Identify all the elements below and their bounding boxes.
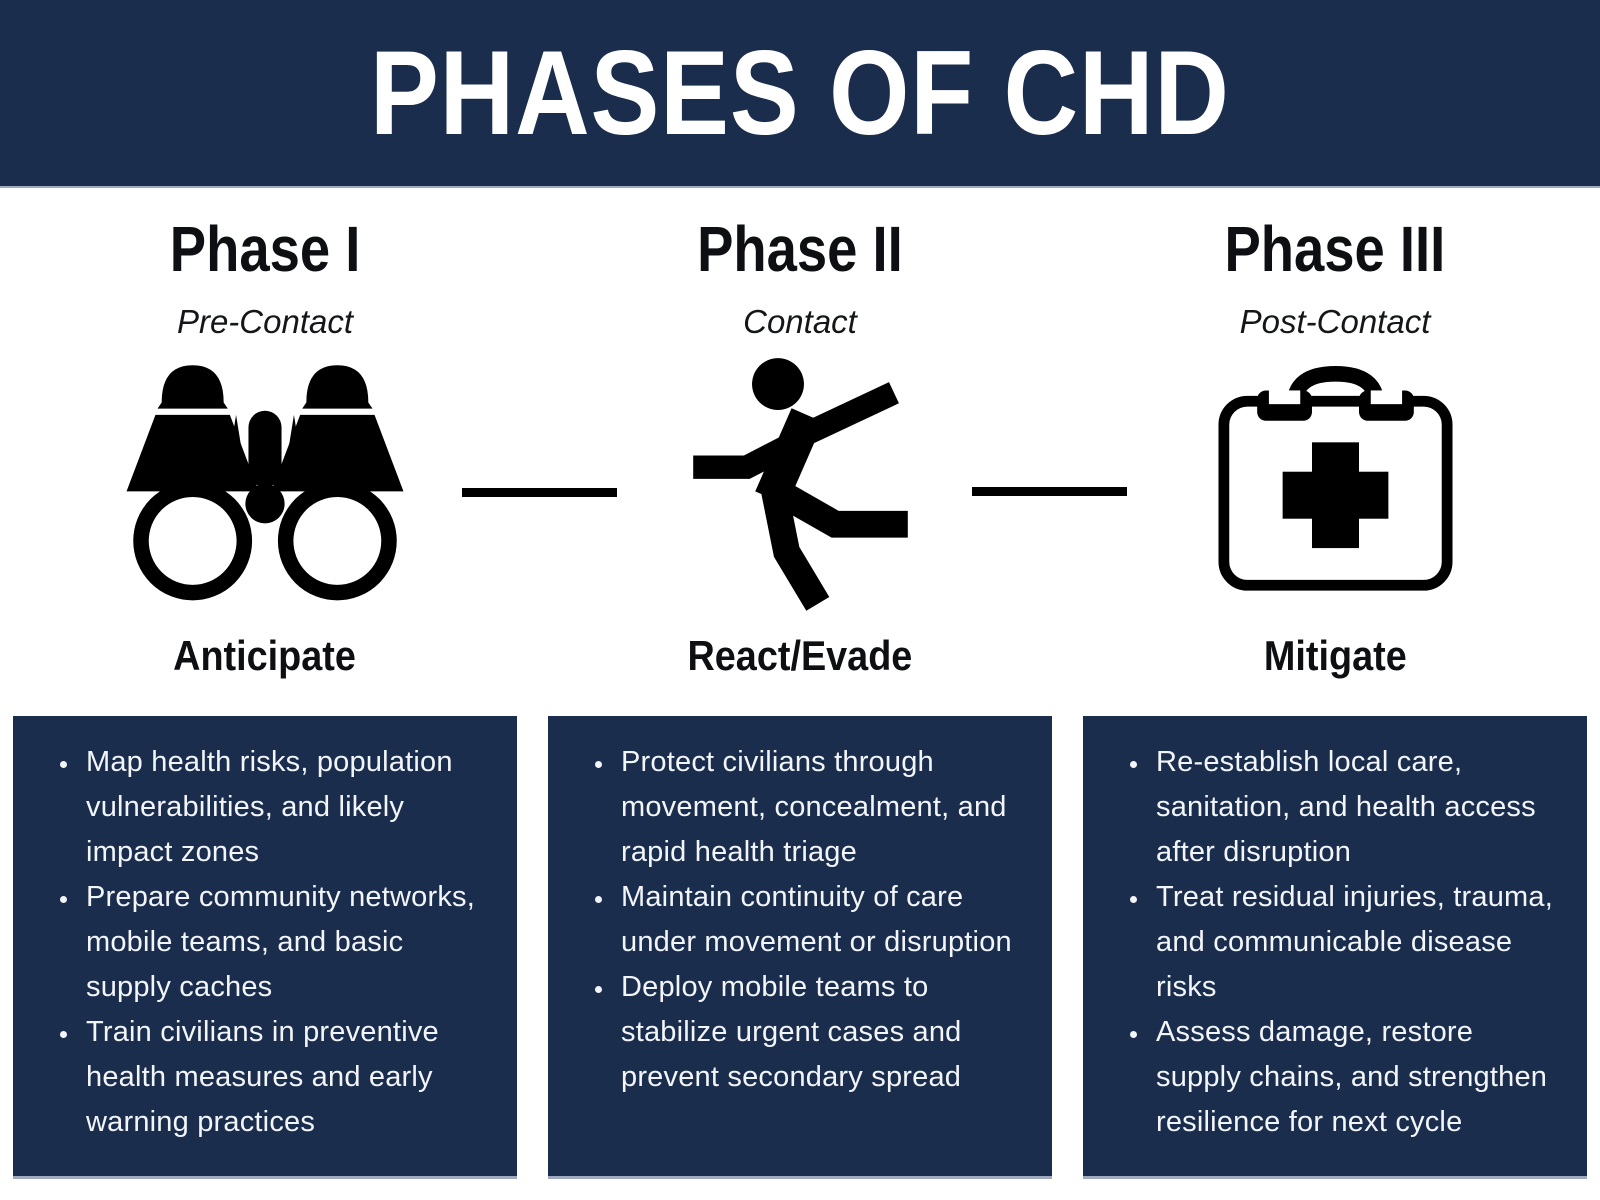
phase-1-column: Phase I Pre-Contact — [13, 186, 517, 1186]
phase-1-heading: Phase I — [153, 206, 377, 292]
phase-2-icon-area — [548, 351, 1052, 611]
running-person-icon — [688, 351, 913, 611]
phase-1-action-label: Anticipate — [163, 610, 366, 702]
phase-1-detail-box: Map health risks, population vulnerabili… — [13, 716, 517, 1176]
phase-3-detail-box: Re-establish local care, sanitation, and… — [1083, 716, 1587, 1176]
binoculars-icon — [120, 357, 410, 605]
phase-2-heading: Phase II — [679, 206, 921, 292]
page-title: PHASES OF CHD — [370, 26, 1230, 160]
phase2-phase3-connector-line — [972, 487, 1127, 496]
phase-1-icon-area — [13, 352, 517, 610]
phase-1-subtitle: Pre-Contact — [176, 303, 354, 340]
phase-3-subtitle: Post-Contact — [1239, 303, 1431, 340]
bullet-item: Prepare community networks, mobile teams… — [81, 875, 495, 1010]
phase-1-heading-text: Phase I — [169, 213, 361, 285]
phase1-phase2-connector-line — [462, 488, 617, 497]
phase-3-action-label: Mitigate — [1256, 610, 1415, 702]
phase-2-subtitle: Contact — [743, 303, 857, 340]
bullet-item: Train civilians in preventive health mea… — [81, 1010, 495, 1145]
first-aid-kit-icon — [1208, 364, 1463, 599]
bullet-item: Map health risks, population vulnerabili… — [81, 740, 495, 875]
phase-3-icon-area — [1083, 352, 1587, 610]
bullet-item: Deploy mobile teams to stabilize urgent … — [616, 965, 1030, 1100]
bullet-item: Assess damage, restore supply chains, an… — [1151, 1010, 1565, 1145]
phase-3-heading-text: Phase III — [1224, 213, 1446, 285]
phase-2-bullet-list: Protect civilians through movement, conc… — [574, 740, 1030, 1100]
bullet-item: Maintain continuity of care under moveme… — [616, 875, 1030, 965]
bullet-item: Protect civilians through movement, conc… — [616, 740, 1030, 875]
phase-2-detail-box: Protect civilians through movement, conc… — [548, 716, 1052, 1176]
phase-3-action-text: Mitigate — [1263, 632, 1407, 679]
phase-3-heading: Phase III — [1205, 206, 1465, 292]
phase-2-column: Phase II Contact React/Evade — [548, 186, 1052, 1186]
bullet-item: Treat residual injuries, trauma, and com… — [1151, 875, 1565, 1010]
phase-1-bullet-list: Map health risks, population vulnerabili… — [39, 740, 495, 1145]
title-banner: PHASES OF CHD — [0, 0, 1600, 186]
phase-3-bullet-list: Re-establish local care, sanitation, and… — [1109, 740, 1565, 1145]
bullet-item: Re-establish local care, sanitation, and… — [1151, 740, 1565, 875]
phase-3-column: Phase III Post-Contact — [1083, 186, 1587, 1186]
phase-1-action-text: Anticipate — [173, 632, 357, 679]
phases-row: Phase I Pre-Contact — [13, 186, 1587, 1186]
phase-2-heading-text: Phase II — [697, 213, 903, 285]
phase-2-action-text: React/Evade — [687, 632, 913, 679]
phase-2-action-label: React/Evade — [675, 610, 925, 702]
